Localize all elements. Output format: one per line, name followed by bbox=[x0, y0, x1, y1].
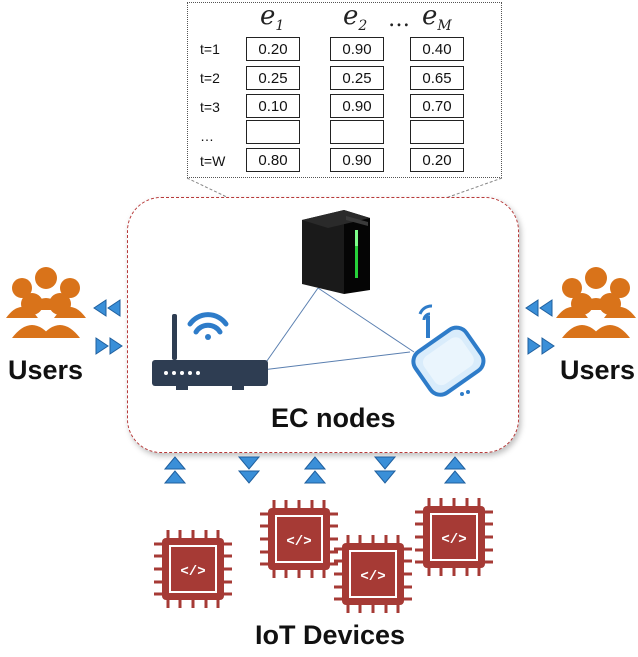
column-header-e1: e1 bbox=[260, 1, 285, 35]
chip-icon: </> bbox=[415, 498, 493, 576]
chip-icon: </> bbox=[260, 500, 338, 578]
users-group-icon bbox=[6, 267, 86, 338]
row-label-t1: t=1 bbox=[200, 41, 220, 57]
access-point-icon bbox=[411, 304, 486, 397]
svg-text:</>: </> bbox=[286, 534, 311, 550]
row-label-t3: t=3 bbox=[200, 99, 220, 115]
table-cell: 0.80 bbox=[246, 148, 300, 172]
server-icon bbox=[302, 210, 370, 294]
row-label-t2: t=2 bbox=[200, 70, 220, 86]
column-header-eM: eM bbox=[422, 1, 452, 35]
table-cell bbox=[330, 120, 384, 144]
users-group-icon bbox=[556, 267, 636, 338]
chip-icon: </> bbox=[334, 535, 412, 613]
table-cell: 0.25 bbox=[246, 66, 300, 90]
table-cell: 0.65 bbox=[410, 66, 464, 90]
table-cell bbox=[246, 120, 300, 144]
row-label-ellipsis: … bbox=[200, 128, 214, 144]
column-header-e2: e2 bbox=[343, 1, 368, 35]
ec-nodes-label: EC nodes bbox=[271, 403, 396, 433]
table-cell: 0.10 bbox=[246, 94, 300, 118]
table-cell: 0.20 bbox=[246, 37, 300, 61]
chip-icon: </> bbox=[154, 530, 232, 608]
table-cell: 0.90 bbox=[330, 94, 384, 118]
row-label-tW: t=W bbox=[200, 153, 226, 169]
table-cell: 0.90 bbox=[330, 37, 384, 61]
metric-table-panel: e1 e2 … eM t=1 t=2 t=3 … t=W 0.20 0.90 0… bbox=[187, 1, 502, 178]
table-cell: 0.70 bbox=[410, 94, 464, 118]
users-label-right: Users bbox=[560, 355, 636, 385]
table-cell: 0.90 bbox=[330, 148, 384, 172]
double-arrow-left-icons bbox=[93, 299, 123, 355]
table-cell: 0.25 bbox=[330, 66, 384, 90]
vertical-arrows bbox=[163, 456, 467, 484]
svg-text:</>: </> bbox=[360, 569, 385, 585]
table-cell: 0.40 bbox=[410, 37, 464, 61]
double-arrow-right-icons bbox=[525, 299, 555, 355]
column-ellipsis: … bbox=[388, 7, 410, 32]
iot-devices-label: IoT Devices bbox=[255, 620, 406, 650]
svg-text:</>: </> bbox=[180, 564, 205, 580]
router-icon bbox=[152, 312, 268, 390]
svg-text:</>: </> bbox=[441, 532, 466, 548]
table-cell bbox=[410, 120, 464, 144]
users-label-left: Users bbox=[8, 355, 84, 385]
table-cell: 0.20 bbox=[410, 148, 464, 172]
